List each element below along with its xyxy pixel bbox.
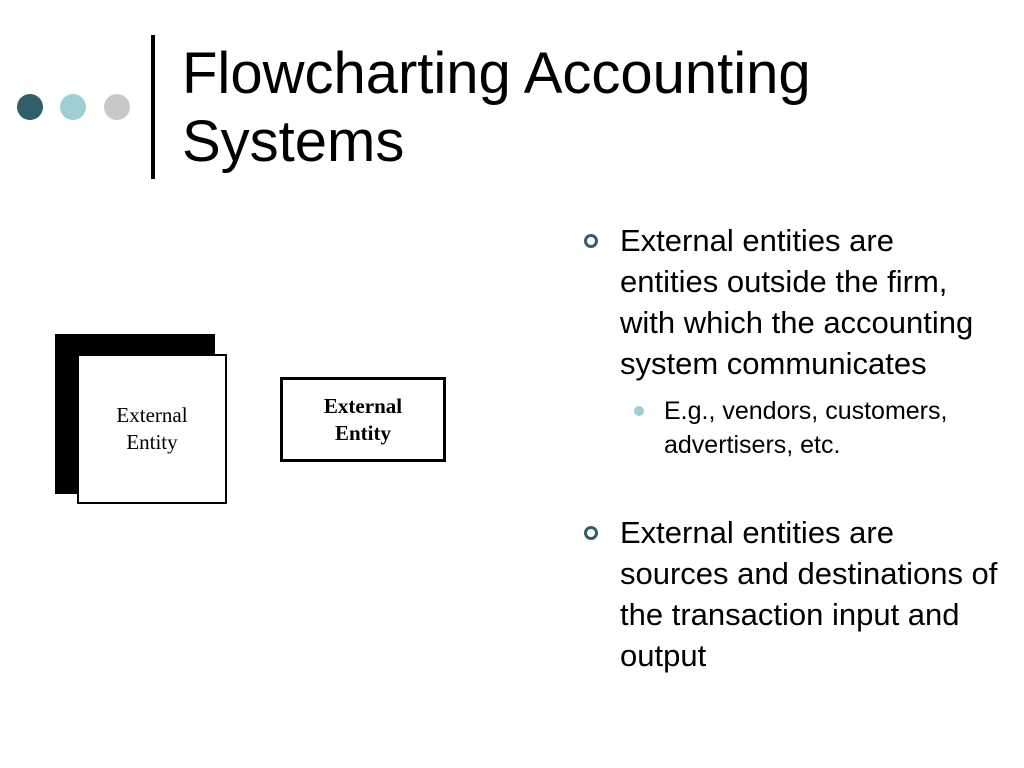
decor-dot-dark [17,94,43,120]
dot-bullet-icon [634,406,644,416]
sub-bullet-list: E.g., vendors, customers, advertisers, e… [620,394,1000,462]
slide-title-line-2: Systems [182,109,405,174]
slide-title-line-1: Flowcharting Accounting [182,41,811,106]
bold-symbol-label-line-1: External [323,393,403,418]
bullet-list: External entities are entities outside t… [580,220,1000,768]
title-divider [151,35,155,179]
bullet-item: External entities are sources and destin… [580,512,1000,676]
bullet-item: External entities are entities outside t… [580,220,1000,462]
external-entity-shadowed-symbol: External Entity [77,354,227,504]
ring-bullet-icon [584,234,598,248]
external-entity-symbols: External Entity External Entity [40,320,460,520]
slide-title: Flowcharting Accounting Systems [182,40,1002,176]
decor-dot-gray [104,94,130,120]
bold-symbol-label-line-2: Entity [334,420,391,445]
external-entity-bold-symbol: External Entity [280,377,446,462]
shadowed-symbol-label: External Entity [116,402,187,456]
sub-bullet-text: E.g., vendors, customers, advertisers, e… [664,397,948,459]
decor-dot-teal [60,94,86,120]
ring-bullet-icon [584,526,598,540]
bullet-text: External entities are entities outside t… [620,223,974,381]
sub-bullet-item: E.g., vendors, customers, advertisers, e… [620,394,1000,462]
bold-symbol-label: External Entity [324,393,402,447]
shadowed-symbol-label-line-1: External [116,403,188,427]
bullet-text: External entities are sources and destin… [620,515,998,673]
shadowed-symbol-label-line-2: Entity [126,430,178,454]
